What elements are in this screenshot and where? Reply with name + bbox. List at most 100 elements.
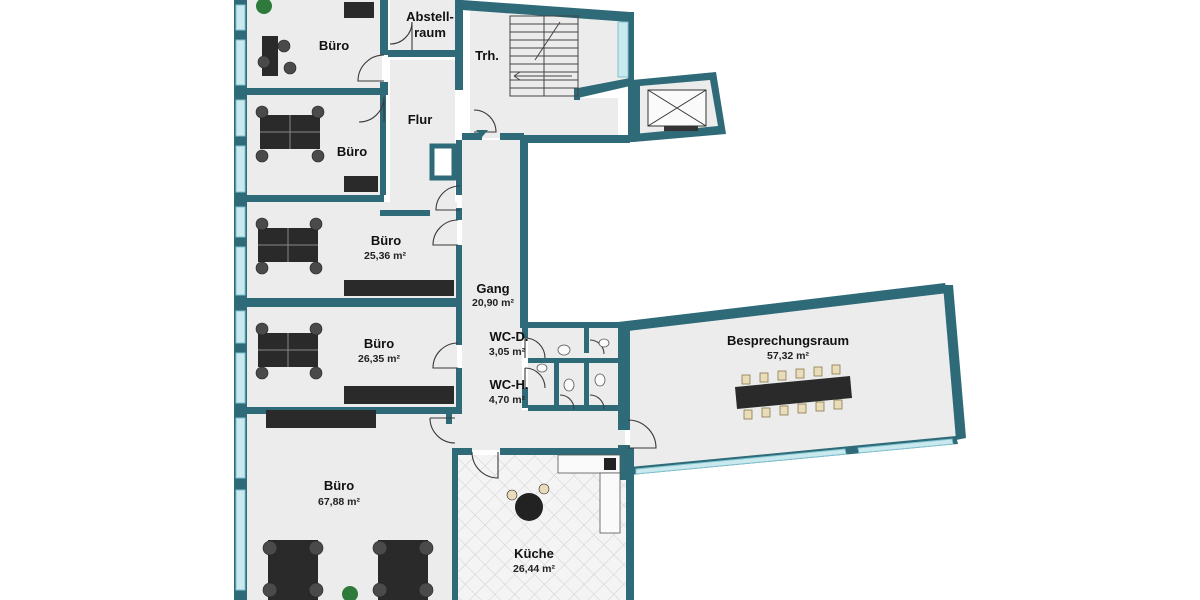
- staircase-steps: [510, 16, 578, 96]
- wall-wc-mid: [528, 358, 618, 363]
- window-besprechung-2: [857, 438, 954, 454]
- window-left-10: [235, 489, 246, 591]
- floor-flur: [390, 60, 455, 210]
- window-left-2: [235, 39, 246, 86]
- door-buero2: [358, 96, 385, 123]
- label-buero1: Büro: [319, 38, 349, 53]
- wall-trh-bottom: [500, 133, 524, 140]
- walls: [234, 0, 966, 600]
- wall-wc-div-3: [584, 328, 589, 353]
- door-besprechung: [627, 419, 657, 449]
- label-buero5: Büro: [324, 478, 354, 493]
- staircase-arrow: [513, 21, 572, 81]
- wall-trh-right: [628, 12, 634, 142]
- window-left-4: [235, 145, 246, 193]
- desk-cluster-buero4: [255, 322, 323, 380]
- staircase: [509, 15, 579, 97]
- door-flur-gang: [435, 185, 461, 211]
- wall-kueche-top: [452, 448, 472, 455]
- wall-buero1-right-lower: [380, 82, 388, 95]
- label-wc-h: WC-H.: [490, 377, 529, 392]
- plant-buero5: [342, 586, 358, 600]
- cabinets-buero3: [344, 280, 454, 296]
- wall-trh-inner: [574, 88, 580, 100]
- label-buero3: Büro: [371, 233, 401, 248]
- wall-wc-left-lower: [522, 388, 528, 408]
- wall-buero1-right: [380, 0, 388, 55]
- floor-kueche: [458, 455, 626, 600]
- door-wc-cabin-2: [589, 394, 605, 410]
- window-left-8: [235, 352, 246, 404]
- label-gang: Gang: [476, 281, 509, 296]
- wall-trh-top: [462, 0, 630, 22]
- window-left-5: [235, 206, 246, 238]
- wall-trh-step: [578, 78, 630, 98]
- desk-cluster-buero3: [255, 217, 323, 275]
- window-left-3: [235, 99, 246, 137]
- wall-wc-top: [520, 322, 630, 328]
- wall-buero2-buero3: [234, 195, 384, 202]
- desk-cluster-buero2: [255, 105, 325, 163]
- door-buero4: [432, 342, 459, 369]
- kitchen-counter-side: [599, 472, 621, 534]
- sink-icon-1: [536, 363, 548, 373]
- area-wc-d: 3,05 m²: [489, 346, 526, 358]
- wall-flur-right: [456, 140, 462, 195]
- floor-treppenhaus: [470, 8, 628, 138]
- window-trh: [617, 21, 629, 78]
- wall-gang-right: [520, 138, 528, 328]
- desk-buero1: [344, 2, 374, 18]
- wall-wc-bottom: [528, 405, 623, 411]
- wall-buero3-buero4: [234, 298, 462, 307]
- cabinets-buero4: [344, 386, 454, 404]
- door-abstellraum: [389, 21, 413, 50]
- chair-buero1-1: [277, 39, 291, 53]
- elevator-cross-icon: [647, 89, 707, 127]
- area-gang: 20,90 m²: [472, 297, 515, 309]
- label-treppenhaus: Trh.: [475, 48, 499, 63]
- window-left-1: [235, 4, 246, 31]
- door-kueche: [471, 451, 499, 479]
- doors: [357, 21, 657, 479]
- wall-wc-div-1: [554, 363, 559, 408]
- plant-buero1: [256, 0, 272, 14]
- window-left-9: [235, 417, 246, 479]
- wall-buero1-buero2: [234, 88, 384, 95]
- conference-table: [735, 364, 852, 420]
- wall-kueche-left: [452, 448, 458, 600]
- elevator-door: [664, 126, 698, 131]
- wall-wc-left-upper: [522, 328, 528, 338]
- wall-flur-bottom: [380, 210, 430, 216]
- sink-icon-2: [598, 338, 610, 348]
- elevator: [647, 89, 707, 131]
- wall-aufzug: [632, 72, 726, 142]
- door-buero1: [357, 54, 385, 82]
- floor-gang: [462, 140, 522, 410]
- cabinets-buero5: [266, 410, 376, 428]
- window-left-6: [235, 246, 246, 296]
- area-kueche: 26,44 m²: [513, 563, 556, 575]
- chair-buero1-2: [257, 55, 271, 69]
- floor-gang-lower: [430, 410, 625, 450]
- wall-abstell-bottom: [388, 50, 456, 57]
- wall-besprechung-right: [943, 285, 966, 440]
- area-buero3: 25,36 m²: [364, 250, 407, 262]
- label-buero2: Büro: [337, 144, 367, 159]
- wall-abstell-trh: [455, 0, 463, 90]
- area-besprechungsraum: 57,32 m²: [767, 350, 810, 362]
- area-wc-h: 4,70 m²: [489, 394, 526, 406]
- floor-abstellraum: [390, 0, 455, 52]
- wall-besprechung-top: [618, 283, 948, 331]
- wall-kueche-right: [626, 448, 634, 600]
- desk-cluster-buero5-1: [262, 540, 324, 600]
- floor-besprechungsraum: [630, 290, 958, 467]
- area-buero5: 67,88 m²: [318, 496, 361, 508]
- gang-direction-arrow: [476, 130, 488, 137]
- flur-shaft: [429, 143, 457, 181]
- room-labels: Büro Abstell- raum Trh. Flur Büro Büro 2…: [318, 9, 849, 575]
- area-buero4: 26,35 m²: [358, 353, 401, 365]
- kitchen-chair-1: [506, 489, 518, 501]
- door-buero3: [432, 219, 459, 246]
- label-wc-d: WC-D.: [490, 329, 529, 344]
